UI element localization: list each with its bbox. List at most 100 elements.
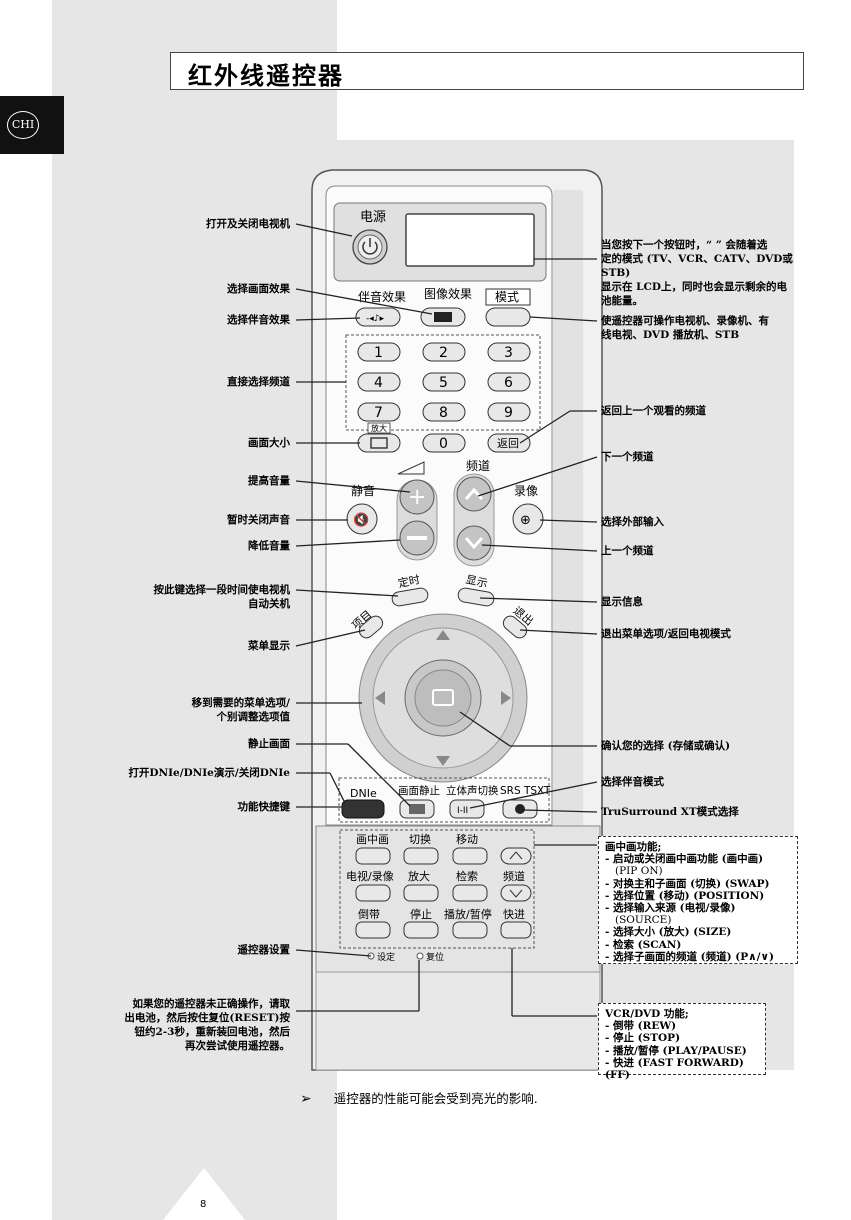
label-picture-effect: 选择画面效果	[227, 283, 290, 295]
label-reset: 如果您的遥控器未正确操作，请取 出电池，然后按住复位(RESET)按 钮约2-3…	[90, 997, 290, 1053]
pip-button	[355, 847, 391, 865]
dnie-label: DNIe	[350, 787, 377, 800]
label-reset-line: 出电池，然后按住复位(RESET)按	[124, 1012, 290, 1024]
pip-box-item: - 选择子画面的频道 (频道) (P∧/∨)	[605, 950, 774, 963]
pip-box-item: (PIP ON)	[615, 865, 663, 878]
input-icon: ⊕	[520, 513, 531, 528]
label-external-input: 选择外部输入	[601, 516, 664, 528]
digit-label: 2	[439, 345, 448, 361]
vcr-box-item: - 快进 (FAST FORWARD) (FF)	[605, 1056, 744, 1082]
return-button	[487, 433, 531, 453]
label-exit: 退出菜单选项/返回电视模式	[601, 628, 731, 640]
volume-ramp-icon	[397, 461, 425, 475]
label-sound-mode: 选择伴音模式	[601, 776, 664, 788]
label-direct-channel: 直接选择频道	[227, 376, 290, 388]
label-mode-line: 使遥控器可操作电视机、录像机、有	[601, 315, 769, 327]
zoom-button	[357, 433, 401, 453]
tv-vcr-label: 电视/录像	[346, 869, 394, 883]
digit-button	[357, 402, 401, 422]
srs-label: SRS TSXT	[500, 785, 551, 797]
page-title: 红外线遥控器	[188, 61, 344, 90]
label-sleep: 按此键选择一段时间使电视机 自动关机	[90, 583, 291, 611]
label-lcd-line: 显示在 LCD上，同时也会显示剩余的电	[601, 281, 788, 293]
label-reset-line: 如果您的遥控器未正确操作，请取	[132, 998, 291, 1010]
digit-button	[487, 342, 531, 362]
page-number: 8	[200, 1199, 206, 1210]
digit-label: 5	[439, 375, 448, 391]
ff-button	[500, 921, 532, 939]
play-pause-button	[452, 921, 488, 939]
pip-channel-label: 频道	[503, 869, 525, 883]
digit-label: 0	[439, 436, 448, 452]
digit-label: 7	[374, 405, 383, 421]
move-label: 移动	[456, 833, 478, 846]
label-trusurround: TruSurround XT模式选择	[601, 806, 739, 818]
mode-button	[485, 307, 531, 327]
sound-effect-label: 伴音效果	[358, 289, 406, 304]
swap-label: 切换	[409, 832, 431, 846]
title-box	[170, 52, 804, 90]
mode-label-box	[485, 288, 531, 306]
pip-box-item: - 对换主和子画面 (切换) (SWAP)	[605, 877, 770, 890]
digit-button	[422, 342, 466, 362]
digit-button	[422, 372, 466, 392]
menu-button	[358, 615, 384, 639]
minus-icon	[407, 536, 427, 540]
stop-button	[403, 921, 439, 939]
arrow-up-icon	[436, 630, 450, 640]
size-label: 放大	[408, 869, 430, 883]
still-label: 画面静止	[398, 784, 440, 797]
enter-button-inner	[414, 669, 472, 727]
label-down-channel: 上一个频道	[601, 545, 654, 557]
label-navigate-line: 个别调整选项值	[216, 711, 291, 723]
label-sleep-line: 按此键选择一段时间使电视机	[153, 584, 291, 596]
pip-box-item: - 选择大小 (放大) (SIZE)	[605, 926, 732, 939]
digit-label: 4	[374, 375, 383, 391]
label-sleep-line: 自动关机	[248, 598, 290, 610]
label-picture-size: 画面大小	[248, 437, 290, 449]
arrow-bullet-icon: ➢	[300, 1091, 312, 1107]
zoom-label: 放大	[371, 423, 387, 433]
label-volume-up: 提高音量	[248, 475, 290, 487]
return-label: 返回	[497, 437, 519, 450]
label-previous-channel: 返回上一个观看的频道	[601, 405, 706, 417]
label-dnie: 打开DNIe/DNIe演示/关闭DNIe	[128, 767, 290, 779]
label-reset-line: 再次尝试使用遥控器。	[185, 1040, 290, 1052]
rew-label: 倒带	[358, 908, 380, 921]
picture-effect-icon	[434, 312, 452, 322]
enter-icon	[432, 689, 454, 706]
leader-lines	[295, 223, 598, 1017]
label-power: 打开及关闭电视机	[206, 218, 290, 230]
digit-button	[357, 342, 401, 362]
label-still: 静止画面	[248, 738, 290, 750]
label-shortcut: 功能快捷键	[237, 801, 291, 813]
input-button	[512, 503, 544, 535]
record-label: 录像	[514, 484, 538, 498]
label-sound-effect: 选择伴音效果	[227, 314, 290, 326]
label-lcd: 当您按下一个按钮时，“ ” 会随着选 定的模式 (TV、VCR、CATV、DVD…	[601, 238, 801, 308]
label-info: 显示信息	[601, 596, 643, 608]
zoom-label-box	[367, 422, 391, 434]
pip-box-item: - 选择输入来源 (电视/录像)	[605, 902, 736, 915]
scan-button	[452, 884, 488, 902]
label-mode-line: 线电视、DVD 播放机、STB	[601, 329, 740, 341]
reset-indicator	[416, 952, 424, 960]
arrow-down-icon	[436, 756, 450, 766]
timer-label: 定时	[397, 572, 421, 590]
label-reset-line: 钮约2-3秒，重新装回电池，然后	[134, 1026, 290, 1038]
pip-channel-up-button	[500, 847, 532, 865]
digit-label: 8	[439, 405, 448, 421]
vcr-box-item: - 倒带 (REW)	[605, 1020, 677, 1033]
pip-box-item: - 检索 (SCAN)	[605, 938, 682, 951]
pip-box-title: 画中画功能;	[605, 841, 662, 853]
sound-effect-button	[355, 307, 401, 327]
digit-label: 1	[374, 345, 383, 361]
mode-label: 模式	[495, 290, 519, 304]
bottom-note-text: 遥控器的性能可能会受到亮光的影响.	[333, 1091, 538, 1106]
digit-button	[487, 402, 531, 422]
pip-label: 画中画	[356, 833, 389, 846]
numpad: 1 2 3 4 5 6 7 8 9	[357, 342, 531, 422]
label-lcd-line: 当您按下一个按钮时，“ ” 会随着选	[601, 239, 768, 251]
vcr-box-title: VCR/DVD 功能;	[605, 1008, 689, 1020]
vcr-function-box: VCR/DVD 功能; - 倒带 (REW) - 停止 (STOP) - 播放/…	[598, 1003, 766, 1081]
